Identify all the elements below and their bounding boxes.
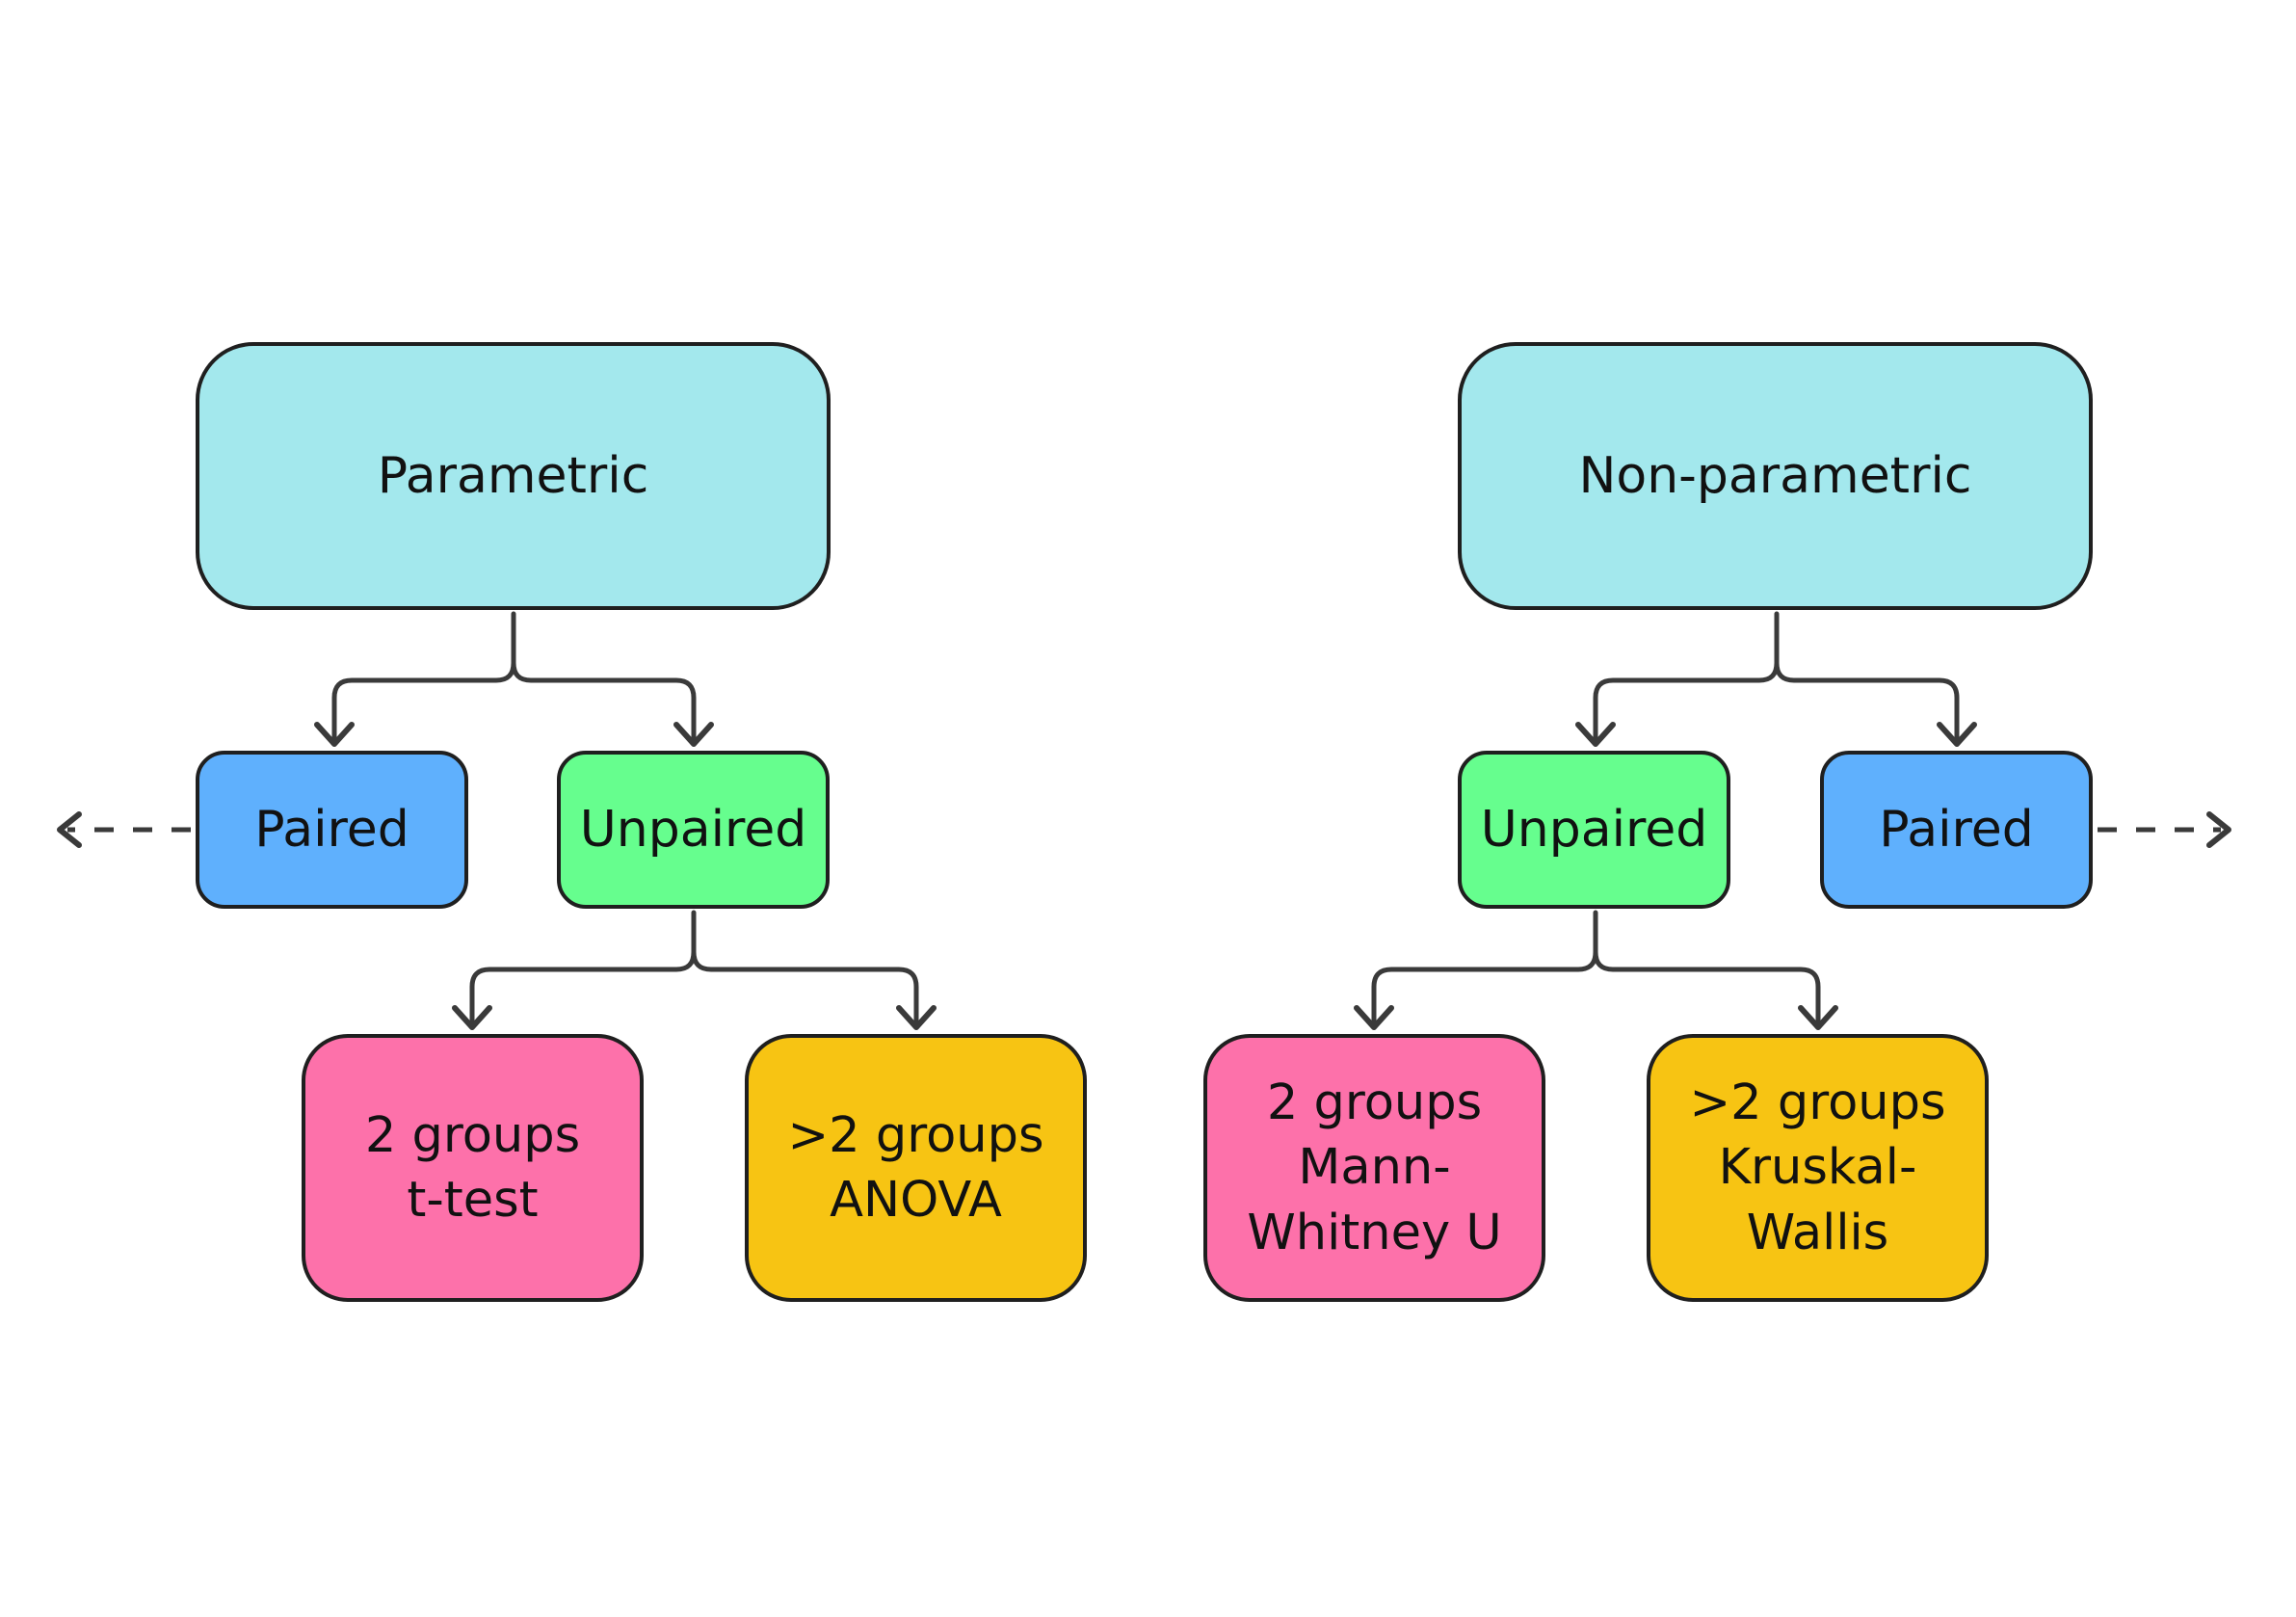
connector-nonparametric-split <box>1593 611 1960 745</box>
left-unpaired-label: Unpaired <box>579 800 807 859</box>
mann-whitney-test-label-2: Whitney U <box>1247 1204 1502 1261</box>
left-paired-node: Paired <box>196 751 468 909</box>
right-paired-node: Paired <box>1820 751 2093 909</box>
connector-right-unpaired-split <box>1371 910 1821 1028</box>
right-paired-label: Paired <box>1879 800 2034 859</box>
dashed-arrowhead-right <box>2206 811 2231 848</box>
left-paired-label: Paired <box>254 800 409 859</box>
kruskal-wallis-node: >2 groups Kruskal- Wallis <box>1647 1034 1989 1302</box>
parametric-node: Parametric <box>196 342 831 610</box>
connector-left-unpaired-split <box>469 910 919 1028</box>
parametric-label: Parametric <box>377 446 649 505</box>
dashed-arrowhead-left <box>57 811 82 848</box>
ttest-test-label: t-test <box>407 1172 539 1229</box>
arrowhead-kruskal-wallis <box>1798 1005 1838 1030</box>
connector-parametric-split <box>331 611 697 745</box>
ttest-groups-label: 2 groups <box>364 1106 581 1164</box>
right-unpaired-node: Unpaired <box>1458 751 1730 909</box>
mann-whitney-test-label-1: Mann- <box>1298 1139 1451 1197</box>
arrowhead-right-paired <box>1937 722 1977 747</box>
kruskal-wallis-test-label-2: Wallis <box>1746 1204 1889 1261</box>
arrowhead-ttest <box>452 1005 492 1030</box>
mann-whitney-node: 2 groups Mann- Whitney U <box>1203 1034 1545 1302</box>
arrowhead-left-paired <box>314 722 355 747</box>
anova-test-label: ANOVA <box>830 1172 1002 1229</box>
nonparametric-label: Non-parametric <box>1578 446 1972 505</box>
mann-whitney-groups-label: 2 groups <box>1266 1074 1483 1132</box>
right-unpaired-label: Unpaired <box>1480 800 1708 859</box>
nonparametric-node: Non-parametric <box>1458 342 2093 610</box>
left-unpaired-node: Unpaired <box>557 751 830 909</box>
arrowhead-left-unpaired <box>673 722 714 747</box>
arrowhead-anova <box>896 1005 937 1030</box>
arrowhead-right-unpaired <box>1575 722 1616 747</box>
anova-groups-label: >2 groups <box>787 1106 1044 1164</box>
anova-node: >2 groups ANOVA <box>745 1034 1087 1302</box>
arrowhead-mann-whitney <box>1354 1005 1394 1030</box>
kruskal-wallis-test-label-1: Kruskal- <box>1718 1139 1917 1197</box>
ttest-node: 2 groups t-test <box>302 1034 644 1302</box>
kruskal-wallis-groups-label: >2 groups <box>1689 1074 1946 1132</box>
